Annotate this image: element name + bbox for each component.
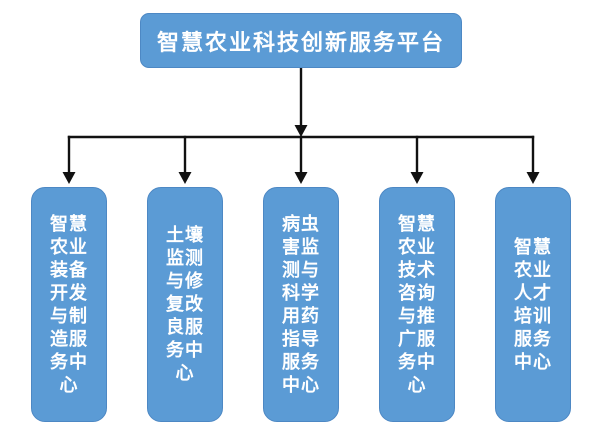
node-tech-consulting-center: 智慧 农业 技术 咨询 与推 广服 务中 心 bbox=[379, 187, 455, 422]
node-pest-monitoring-label: 病虫 害监 测与 科学 用药 指导 服务 中心 bbox=[282, 213, 320, 395]
root-stem-arrow bbox=[294, 68, 308, 137]
drop-arrow-3 bbox=[294, 135, 308, 184]
drop-arrow-2 bbox=[178, 135, 192, 184]
node-equipment-manufacturing-center: 智慧 农业 装备 开发 与制 造服 务中 心 bbox=[31, 187, 107, 422]
node-pest-monitoring-center: 病虫 害监 测与 科学 用药 指导 服务 中心 bbox=[263, 187, 339, 422]
node-equipment-manufacturing-label: 智慧 农业 装备 开发 与制 造服 务中 心 bbox=[50, 213, 88, 395]
drop-arrow-4 bbox=[410, 135, 424, 184]
node-tech-consulting-label: 智慧 农业 技术 咨询 与推 广服 务中 心 bbox=[398, 213, 436, 395]
root-node-platform: 智慧农业科技创新服务平台 bbox=[140, 13, 462, 68]
node-talent-training-center: 智慧 农业 人才 培训 服务 中心 bbox=[495, 187, 571, 422]
root-node-label: 智慧农业科技创新服务平台 bbox=[156, 29, 445, 55]
drop-arrow-1 bbox=[62, 135, 76, 184]
node-soil-monitoring-center: 土壤 监测 与修 复改 良服 务中 心 bbox=[147, 187, 223, 422]
node-talent-training-label: 智慧 农业 人才 培训 服务 中心 bbox=[514, 236, 552, 372]
node-soil-monitoring-label: 土壤 监测 与修 复改 良服 务中 心 bbox=[166, 225, 204, 383]
drop-arrow-5 bbox=[526, 135, 540, 184]
